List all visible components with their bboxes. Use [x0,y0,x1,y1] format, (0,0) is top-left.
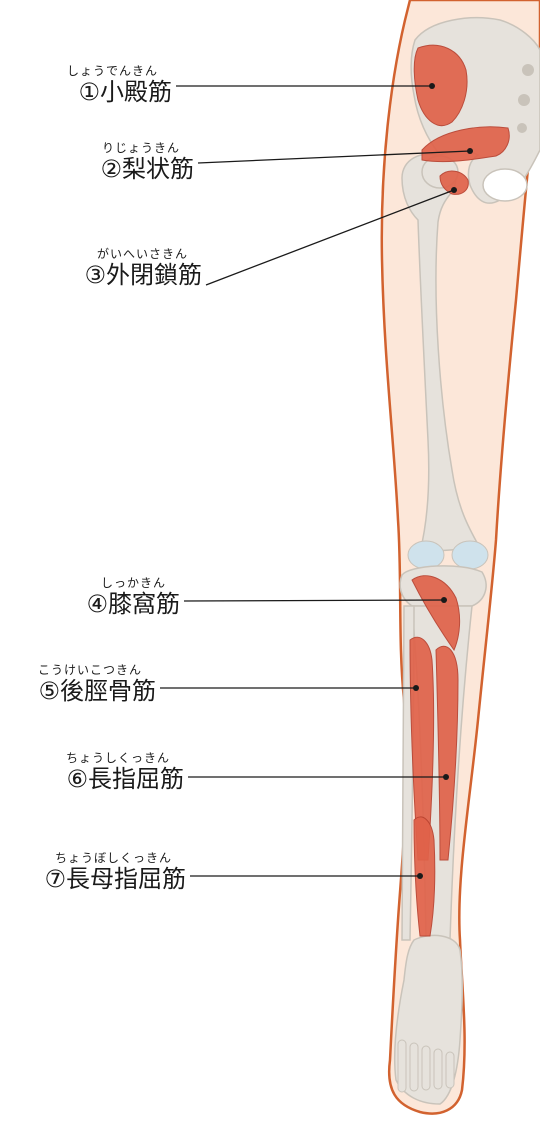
toe-bone [398,1040,406,1092]
label-name: ③外閉鎖筋 [0,261,202,289]
label-flexor-hallucis-longus: ちょうぼしくっきん ⑦長母指屈筋 [0,851,186,893]
label-name: ①小殿筋 [0,78,172,106]
label-ruby: しっかきん [0,576,180,590]
sacral-foramen [518,94,530,106]
sacral-foramen [517,123,527,133]
label-piriformis: りじょうきん ②梨状筋 [0,141,194,183]
label-obturator-externus: がいへいさきん ③外閉鎖筋 [0,247,202,289]
label-name: ④膝窩筋 [0,590,180,618]
sacral-foramen [522,64,534,76]
label-ruby: ちょうぼしくっきん [0,851,186,865]
knee-cartilage [452,541,488,569]
label-gluteus-minimus: しょうでんきん ①小殿筋 [0,64,172,106]
label-ruby: ちょうしくっきん [0,751,184,765]
obturator-foramen [483,169,527,201]
knee-cartilage [408,541,444,569]
label-ruby: しょうでんきん [0,64,172,78]
label-name: ⑥長指屈筋 [0,765,184,793]
label-tibialis-posterior: こうけいこつきん ⑤後脛骨筋 [0,663,156,705]
label-name: ②梨状筋 [0,155,194,183]
label-flexor-digitorum-longus: ちょうしくっきん ⑥長指屈筋 [0,751,184,793]
toe-bone [422,1046,430,1090]
toe-bone [434,1049,442,1089]
toe-bone [446,1052,454,1088]
label-popliteus: しっかきん ④膝窩筋 [0,576,180,618]
label-name: ⑦長母指屈筋 [0,865,186,893]
label-name: ⑤後脛骨筋 [0,677,156,705]
label-ruby: りじょうきん [0,141,194,155]
label-ruby: こうけいこつきん [0,663,156,677]
label-ruby: がいへいさきん [0,247,202,261]
toe-bone [410,1043,418,1091]
